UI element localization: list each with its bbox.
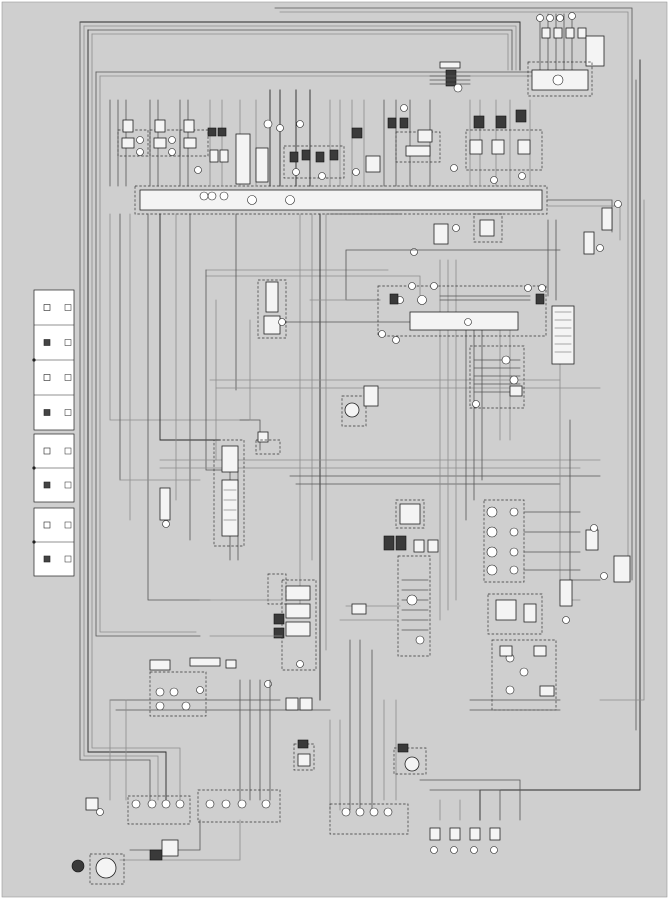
legend-tag bbox=[64, 374, 72, 381]
legend-dot bbox=[32, 540, 36, 544]
legend-symbol bbox=[43, 339, 51, 346]
legend-tag bbox=[64, 304, 72, 311]
legend-symbol bbox=[43, 447, 51, 455]
left-side-component bbox=[159, 431, 281, 547]
right-lower-relay-area bbox=[469, 639, 561, 711]
small-connector bbox=[565, 27, 575, 39]
legend-tag bbox=[64, 481, 72, 489]
left-lower-connector-bank bbox=[109, 657, 331, 717]
upper-connector-row bbox=[109, 89, 543, 201]
right-lower-connectors bbox=[487, 524, 631, 635]
connector-marker bbox=[546, 14, 554, 22]
small-connector bbox=[577, 27, 587, 39]
main-harness-bar bbox=[134, 185, 548, 215]
legend-tag bbox=[64, 555, 72, 563]
legend-symbol bbox=[43, 521, 51, 529]
multi-pin-connector bbox=[585, 35, 605, 67]
right-multipin-connector bbox=[551, 305, 575, 365]
legend-dot bbox=[32, 466, 36, 470]
top-right-connector-group bbox=[527, 12, 605, 97]
legend-dot bbox=[32, 358, 36, 362]
junction-label bbox=[552, 74, 564, 86]
center-modules bbox=[341, 345, 525, 427]
bottom-left-battery bbox=[71, 797, 179, 885]
small-connector bbox=[553, 27, 563, 39]
upper-right-relays bbox=[410, 199, 622, 256]
small-connector bbox=[541, 27, 551, 39]
top-center-connector bbox=[429, 61, 471, 93]
connector-marker bbox=[536, 14, 544, 22]
symbol-legend bbox=[32, 289, 75, 577]
lower-middle-block bbox=[339, 499, 439, 657]
legend-tag bbox=[64, 409, 72, 416]
connector-marker bbox=[556, 14, 564, 22]
connector-marker bbox=[568, 12, 576, 20]
bottom-connector-banks bbox=[127, 789, 409, 835]
legend-symbol bbox=[43, 555, 51, 563]
mid-left-connector bbox=[257, 279, 287, 339]
legend-symbol bbox=[43, 481, 51, 489]
legend-symbol bbox=[43, 409, 51, 416]
right-relay-column bbox=[483, 499, 581, 583]
central-lower-modules bbox=[199, 573, 317, 671]
middle-control-unit bbox=[377, 282, 547, 344]
legend-symbol bbox=[43, 304, 51, 311]
legend-tag bbox=[64, 521, 72, 529]
lower-small-modules bbox=[293, 739, 427, 775]
legend-tag bbox=[64, 339, 72, 346]
legend-tag bbox=[64, 447, 72, 455]
bottom-bulb-sockets bbox=[429, 827, 501, 854]
legend-symbol bbox=[43, 374, 51, 381]
